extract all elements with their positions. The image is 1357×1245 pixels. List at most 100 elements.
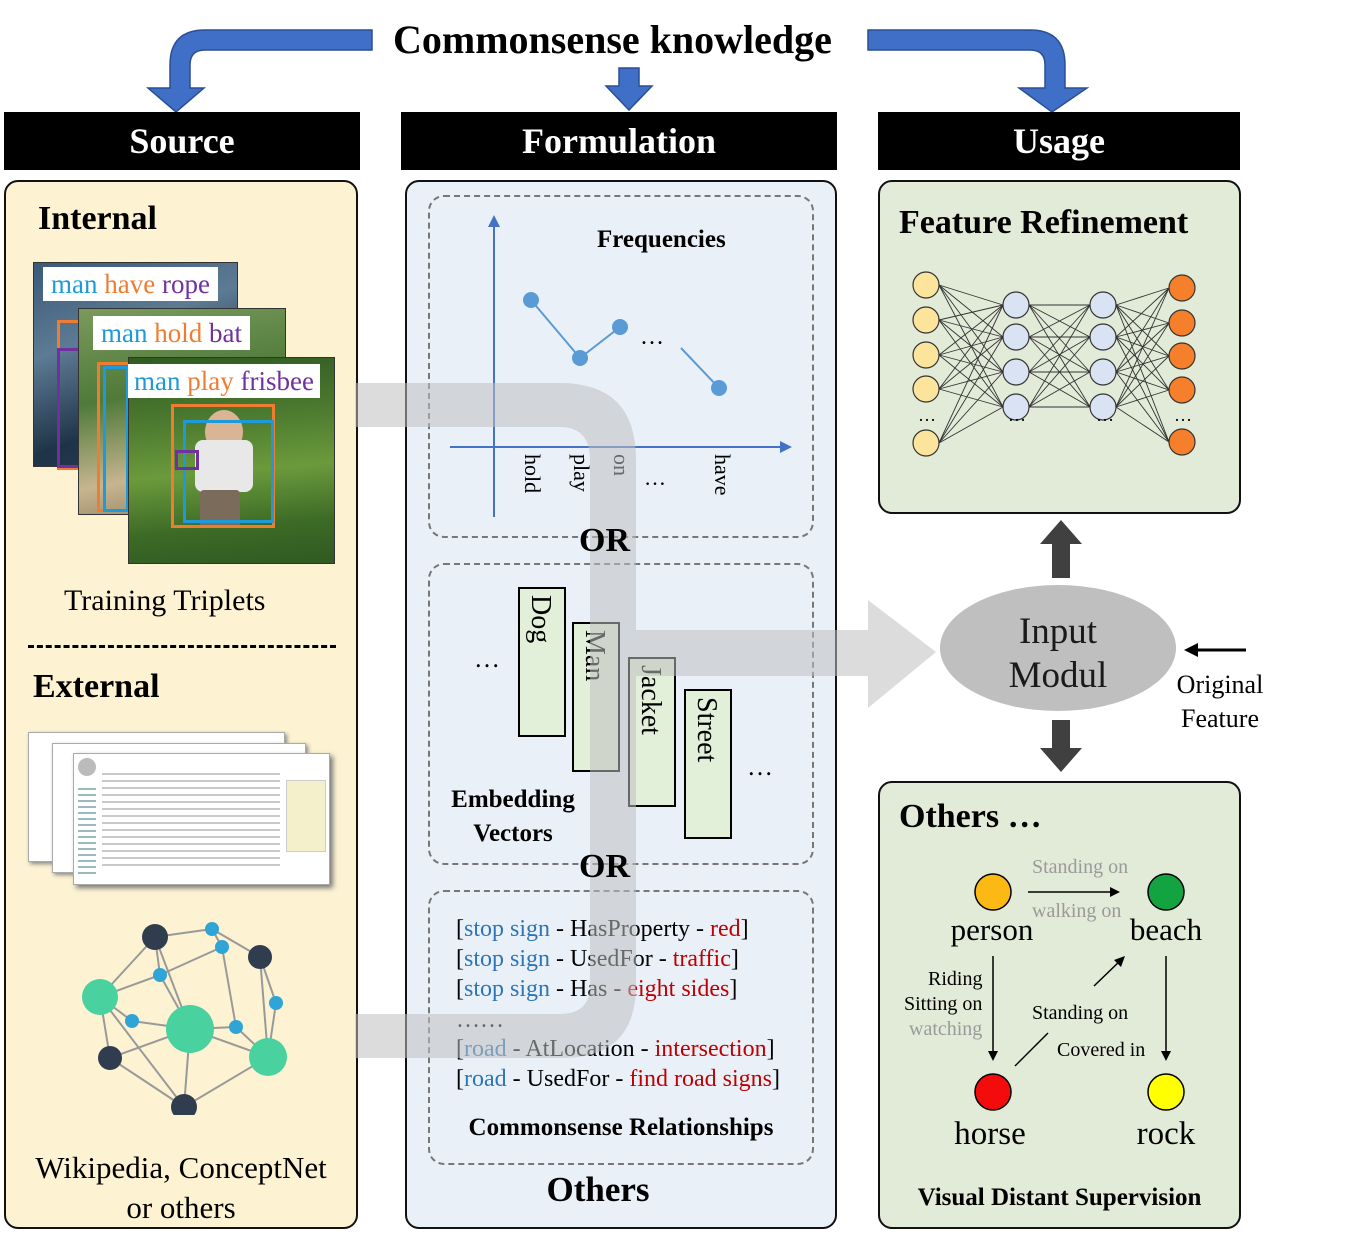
nn-edge bbox=[938, 354, 1004, 408]
others-title: Others … bbox=[899, 798, 1042, 835]
edge-sitting-on: Sitting on bbox=[904, 993, 983, 1015]
nn-edge bbox=[938, 336, 1004, 356]
wiki-infobox bbox=[286, 780, 326, 852]
triplet-3-predicate: play bbox=[187, 366, 234, 396]
neural-network: … … … … bbox=[912, 271, 1196, 457]
header-usage: Usage bbox=[878, 112, 1240, 170]
node-label-rock: rock bbox=[1136, 1116, 1196, 1152]
emb-left-ellipsis: … bbox=[474, 644, 500, 673]
edge-riding: Riding bbox=[928, 968, 983, 990]
freq-point-hold bbox=[523, 292, 539, 308]
emb-title-2: Vectors bbox=[473, 820, 553, 847]
nn-node-l3-0 bbox=[1168, 274, 1196, 302]
nn-node-l0-2 bbox=[912, 341, 940, 369]
frequency-plot bbox=[450, 215, 792, 517]
bbox-blue-mid bbox=[103, 366, 129, 512]
graph-node-dark-2 bbox=[248, 945, 272, 969]
nn-edge bbox=[1028, 304, 1091, 408]
vds-title: Visual Distant Supervision bbox=[917, 1184, 1202, 1211]
input-module bbox=[940, 585, 1176, 711]
graph-node-blue-2 bbox=[153, 968, 167, 982]
main-title: Commonsense knowledge bbox=[393, 17, 832, 62]
nn-edge bbox=[1115, 336, 1170, 391]
others-panel bbox=[878, 781, 1241, 1229]
freq-label-ellipsis: … bbox=[644, 465, 666, 490]
nn-edge bbox=[1115, 336, 1170, 443]
nn-node-l0-0 bbox=[912, 271, 940, 299]
node-horse bbox=[974, 1073, 1012, 1111]
frequencies-title: Frequencies bbox=[597, 226, 726, 253]
bbox-blue-front bbox=[183, 420, 274, 523]
relation-5-rel: UsedFor bbox=[526, 1066, 610, 1092]
source-divider bbox=[28, 645, 336, 648]
nn-edge bbox=[938, 336, 1004, 390]
nn-edge bbox=[938, 371, 1004, 444]
nn-edge bbox=[1028, 371, 1091, 408]
nn-edge bbox=[1115, 287, 1170, 408]
nn-node-l0-1 bbox=[912, 306, 940, 334]
graph-node-blue-1 bbox=[205, 922, 219, 936]
relationships-title: Commonsense Relationships bbox=[468, 1114, 774, 1141]
bbox-purple-front bbox=[175, 450, 199, 470]
nn-edge bbox=[1115, 406, 1170, 443]
nn-edge bbox=[1115, 355, 1170, 408]
triplet-label-1: man have rope bbox=[43, 267, 218, 301]
nn-edge bbox=[1115, 304, 1170, 443]
nn-edge bbox=[938, 304, 1004, 321]
header-source: Source bbox=[4, 112, 360, 170]
nn-node-l2-1 bbox=[1089, 323, 1117, 351]
graph-node-blue-6 bbox=[229, 1020, 243, 1034]
triplet-1-object: rope bbox=[161, 269, 210, 299]
nn-node-l3-2 bbox=[1168, 342, 1196, 370]
arrow-to-source bbox=[145, 29, 373, 113]
nn-node-l2-3 bbox=[1089, 393, 1117, 421]
top-arrows bbox=[145, 29, 1090, 113]
nn-edge bbox=[938, 304, 1004, 390]
triplet-label-3: man play frisbee bbox=[128, 364, 320, 398]
nn-node-l1-1 bbox=[1002, 323, 1030, 351]
node-label-beach: beach bbox=[1129, 912, 1203, 947]
edge-standing-on-top: Standing on bbox=[1032, 856, 1129, 878]
nn-node-l3-4 bbox=[1168, 428, 1196, 456]
triplet-2-subject: man bbox=[101, 318, 148, 348]
nn-node-l3-3 bbox=[1168, 376, 1196, 404]
edge-walking-on: walking on bbox=[1032, 900, 1122, 922]
nn-node-l2-2 bbox=[1089, 358, 1117, 386]
arrow-to-usage bbox=[867, 29, 1090, 113]
edge-watching: watching bbox=[909, 1018, 983, 1040]
knowledge-graph bbox=[82, 922, 287, 1115]
graph-node-blue-5 bbox=[125, 1014, 139, 1028]
arrow-up-to-refinement bbox=[1040, 520, 1082, 578]
nn-node-l1-3 bbox=[1002, 393, 1030, 421]
vds-graph bbox=[974, 873, 1185, 1111]
freq-point-on bbox=[612, 319, 628, 335]
node-label-person: person bbox=[950, 912, 1034, 947]
graph-node-green-1 bbox=[82, 979, 118, 1015]
nn-edge bbox=[1028, 336, 1091, 408]
edge-covered-in: Covered in bbox=[1057, 1039, 1146, 1061]
graph-node-green-2 bbox=[166, 1005, 214, 1053]
nn-node-l0-3 bbox=[912, 375, 940, 403]
freq-point-have bbox=[711, 380, 727, 396]
triplet-label-2: man hold bat bbox=[93, 316, 251, 350]
nn-edge bbox=[1115, 355, 1170, 373]
triplet-3-subject: man bbox=[134, 366, 181, 396]
node-label-horse: horse bbox=[954, 1116, 1026, 1152]
input-module-line2: Modul bbox=[1008, 655, 1108, 696]
external-title: External bbox=[33, 668, 160, 705]
relation-2-tail: traffic bbox=[672, 946, 731, 972]
relation-2-head: stop sign bbox=[464, 946, 551, 972]
freq-ellipsis: … bbox=[640, 324, 664, 350]
nn-node-l1-2 bbox=[1002, 358, 1030, 386]
svg-text:…: … bbox=[918, 405, 936, 425]
graph-node-green-3 bbox=[249, 1038, 287, 1076]
wiki-sidebar bbox=[78, 784, 96, 874]
relation-1-tail: red bbox=[710, 916, 741, 942]
nn-edge bbox=[938, 388, 1004, 408]
nn-edge bbox=[1115, 389, 1170, 408]
original-feature-line2: Feature bbox=[1181, 704, 1259, 733]
triplet-3-object: frisbee bbox=[240, 366, 314, 396]
relation-5: [road - UsedFor - find road signs] bbox=[456, 1066, 780, 1092]
input-module-line1: Input bbox=[1018, 611, 1098, 652]
graph-node-blue-3 bbox=[215, 940, 229, 954]
